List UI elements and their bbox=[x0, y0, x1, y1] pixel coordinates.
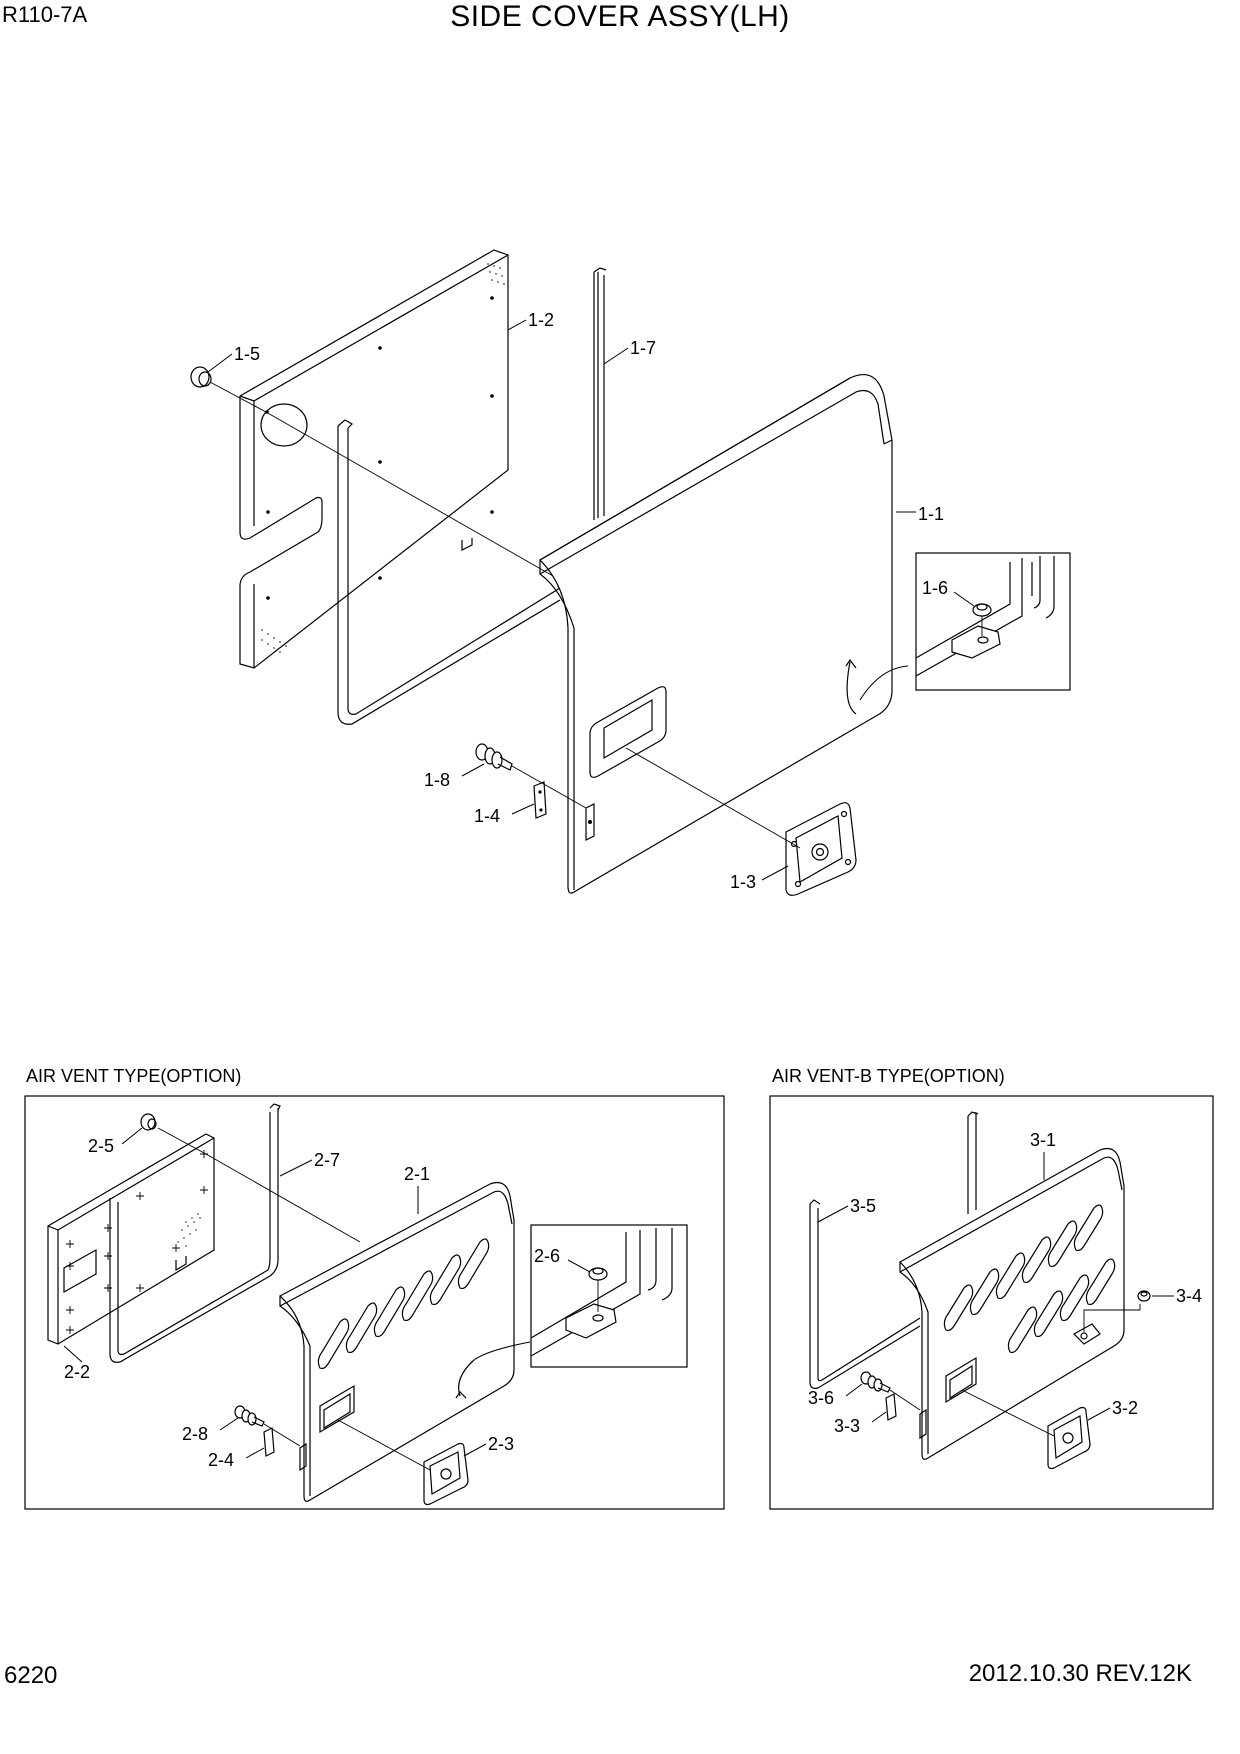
part-1-2-inner-panel bbox=[239, 249, 509, 669]
callout-2-2: 2-2 bbox=[64, 1362, 90, 1382]
detail-box-1-6 bbox=[915, 552, 1071, 691]
callout-3-3: 3-3 bbox=[834, 1416, 860, 1436]
callout-2-8: 2-8 bbox=[182, 1424, 208, 1444]
part-1-4-plate bbox=[533, 781, 547, 819]
callout-1-2: 1-2 bbox=[528, 310, 554, 330]
detail-box-2-6 bbox=[530, 1224, 688, 1368]
part-3-6-bolt bbox=[860, 1371, 891, 1393]
air-vent-b-callouts: 3-1 3-2 3-3 3-4 3-5 3-6 bbox=[808, 1130, 1202, 1436]
callout-3-5: 3-5 bbox=[850, 1196, 876, 1216]
air-vent-b-assembly bbox=[809, 1111, 1151, 1470]
part-1-7-seal bbox=[593, 267, 607, 520]
callout-2-6: 2-6 bbox=[534, 1246, 560, 1266]
seal-u-frame bbox=[337, 419, 561, 725]
callout-3-4: 3-4 bbox=[1176, 1286, 1202, 1306]
callout-2-5: 2-5 bbox=[88, 1136, 114, 1156]
callout-1-4: 1-4 bbox=[474, 806, 500, 826]
page-title: SIDE COVER ASSY(LH) bbox=[450, 0, 790, 33]
part-2-4-plate bbox=[263, 1427, 275, 1457]
callout-1-7: 1-7 bbox=[630, 338, 656, 358]
callout-2-7: 2-7 bbox=[314, 1150, 340, 1170]
model-number: R110-7A bbox=[2, 2, 88, 27]
main-assembly bbox=[190, 249, 1071, 896]
part-2-1-side-cover bbox=[278, 1181, 531, 1502]
air-vent-section-frame bbox=[24, 1095, 725, 1510]
part-1-8-bolt bbox=[475, 743, 513, 771]
part-2-3-latch-handle bbox=[423, 1442, 469, 1506]
air-vent-callouts: 2-1 2-2 2-3 2-4 2-5 2-6 2-7 2-8 bbox=[63, 1127, 591, 1470]
revision-date: 2012.10.30 REV.12K bbox=[968, 1660, 1192, 1687]
part-2-8-bolt bbox=[234, 1405, 265, 1427]
callout-1-6: 1-6 bbox=[922, 578, 948, 598]
part-3-2-latch-handle bbox=[1047, 1406, 1091, 1470]
callout-2-4: 2-4 bbox=[208, 1450, 234, 1470]
callout-3-2: 3-2 bbox=[1112, 1398, 1138, 1418]
callout-2-1: 2-1 bbox=[404, 1164, 430, 1184]
callout-3-1: 3-1 bbox=[1030, 1130, 1056, 1150]
part-3-1-side-cover bbox=[899, 1147, 1125, 1460]
part-3-5-seal bbox=[809, 1204, 921, 1389]
callout-3-6: 3-6 bbox=[808, 1388, 834, 1408]
callout-1-5: 1-5 bbox=[234, 344, 260, 364]
air-vent-assembly bbox=[47, 1103, 688, 1506]
callout-1-3: 1-3 bbox=[730, 872, 756, 892]
part-2-2-inner-panel bbox=[47, 1133, 215, 1345]
part-2-7-seal bbox=[109, 1108, 279, 1363]
part-1-3-latch-handle bbox=[785, 802, 857, 896]
page-number: 6220 bbox=[4, 1662, 58, 1689]
callout-1-1: 1-1 bbox=[918, 504, 944, 524]
part-1-5-grommet bbox=[190, 366, 212, 388]
section-label-air-vent: AIR VENT TYPE(OPTION) bbox=[26, 1066, 242, 1086]
callout-2-3: 2-3 bbox=[488, 1434, 514, 1454]
callout-1-8: 1-8 bbox=[424, 770, 450, 790]
part-3-3-plate bbox=[885, 1393, 897, 1421]
section-label-air-vent-b: AIR VENT-B TYPE(OPTION) bbox=[772, 1066, 1005, 1086]
part-1-1-side-cover bbox=[539, 374, 909, 894]
air-vent-b-section-frame bbox=[769, 1095, 1214, 1510]
main-callouts: 1-1 1-2 1-3 1-4 1-5 1-6 1-7 1-8 bbox=[207, 310, 975, 892]
